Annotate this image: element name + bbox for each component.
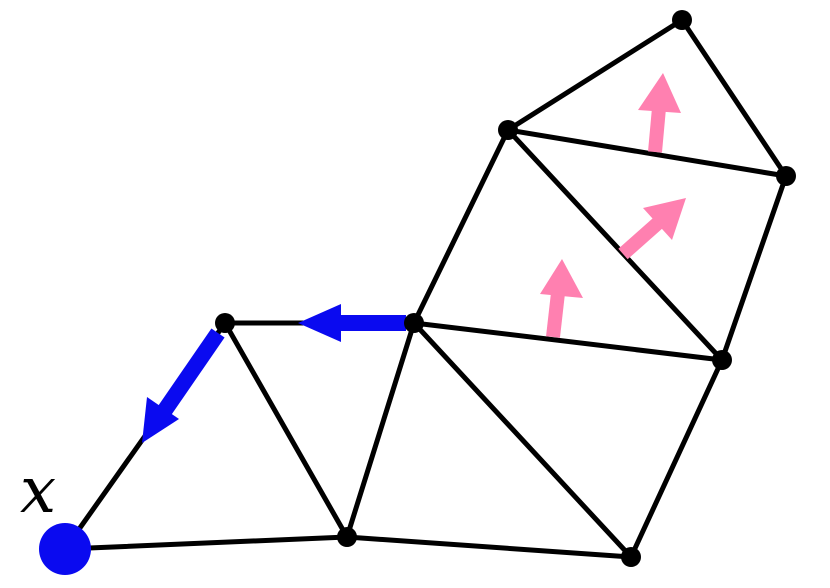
edge — [628, 357, 725, 560]
vertex — [672, 10, 692, 30]
edge — [344, 320, 417, 540]
edge — [411, 320, 634, 560]
edge — [344, 534, 634, 560]
edge — [505, 127, 725, 363]
edge — [719, 173, 789, 363]
vertex — [404, 313, 424, 333]
vertex — [712, 350, 732, 370]
edge — [62, 534, 350, 552]
vertex — [498, 120, 518, 140]
flow-arrows — [540, 73, 686, 338]
flow-arrow-shaft — [648, 107, 666, 153]
mesh-vertices — [215, 10, 796, 567]
flow-arrow-shaft — [546, 292, 565, 338]
path-arrow-shaft — [158, 328, 225, 415]
path-arrow-head — [298, 304, 341, 342]
source-vertex-label: x — [20, 454, 56, 528]
vertex — [776, 166, 796, 186]
edge — [222, 320, 350, 540]
source-vertex — [39, 523, 91, 575]
path-arrows — [142, 304, 406, 443]
flow-arrow-head — [643, 198, 686, 240]
edge — [505, 127, 789, 179]
mesh-edges — [62, 17, 789, 560]
flow-arrow-head — [540, 259, 583, 298]
vertex — [337, 527, 357, 547]
path-arrow-head — [142, 397, 179, 443]
edge — [679, 17, 789, 179]
vertex — [215, 313, 235, 333]
flow-arrow-head — [638, 73, 681, 113]
edge — [411, 127, 511, 326]
edge — [505, 17, 685, 133]
edge — [411, 320, 725, 363]
flow-arrow-shaft — [618, 217, 663, 260]
vertex — [621, 547, 641, 567]
